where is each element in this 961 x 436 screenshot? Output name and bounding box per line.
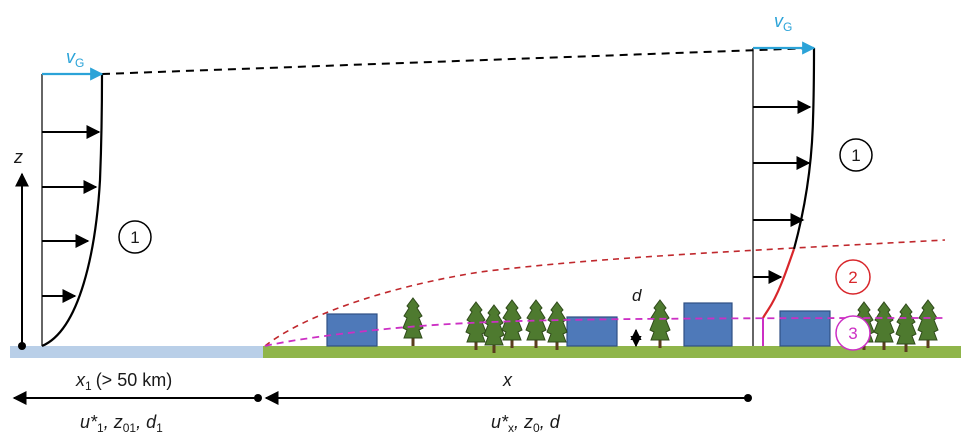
building-icon bbox=[779, 310, 831, 347]
tree-icon bbox=[525, 299, 547, 349]
left-wind-profile bbox=[41, 67, 104, 348]
tree-icon bbox=[917, 299, 939, 349]
right-wind-profile bbox=[752, 41, 816, 346]
right-profile-upper-curve bbox=[792, 47, 816, 250]
region-1-left-marker bbox=[118, 220, 152, 254]
origin-dot bbox=[18, 342, 26, 350]
left-vg-label: vG bbox=[66, 47, 84, 70]
urban-parameters-label: u*x, z0, d bbox=[491, 412, 561, 435]
tree-icon bbox=[895, 303, 917, 353]
geostrophic-link-line bbox=[101, 47, 815, 75]
upwind-parameters-label: u*1, z01, d1 bbox=[80, 412, 163, 435]
region-2-label: 2 bbox=[848, 268, 857, 287]
d-label: d bbox=[632, 286, 642, 305]
x-range-dot bbox=[744, 394, 752, 402]
x1-range-dot bbox=[254, 394, 262, 402]
right-profile-lower-curve bbox=[762, 248, 796, 319]
water-surface bbox=[10, 346, 263, 358]
z-axis-label: z bbox=[13, 147, 23, 167]
region-3-label: 3 bbox=[848, 324, 857, 343]
building-icon bbox=[683, 302, 733, 347]
left-profile-curve bbox=[41, 73, 104, 348]
tree-icon bbox=[501, 299, 523, 349]
x1-fetch-label: x1(> 50 km) bbox=[75, 370, 172, 393]
tree-icon bbox=[873, 301, 895, 351]
region-3-marker bbox=[835, 315, 871, 351]
tree-icon bbox=[649, 299, 671, 349]
building-icon bbox=[566, 316, 618, 347]
region-1-left-label: 1 bbox=[130, 228, 139, 247]
tree-icon bbox=[402, 297, 424, 347]
building-icon bbox=[326, 313, 378, 347]
x-fetch-label: x bbox=[502, 370, 513, 390]
tree-icon bbox=[546, 301, 568, 351]
displacement-height-line bbox=[264, 317, 946, 347]
right-vg-label: vG bbox=[774, 11, 792, 34]
grass-surface bbox=[263, 346, 961, 358]
region-2-marker bbox=[835, 259, 871, 295]
tree-icon bbox=[483, 304, 505, 354]
tree-icon bbox=[465, 301, 487, 351]
region-1-right-marker bbox=[839, 138, 873, 172]
region-1-right-label: 1 bbox=[851, 146, 860, 165]
